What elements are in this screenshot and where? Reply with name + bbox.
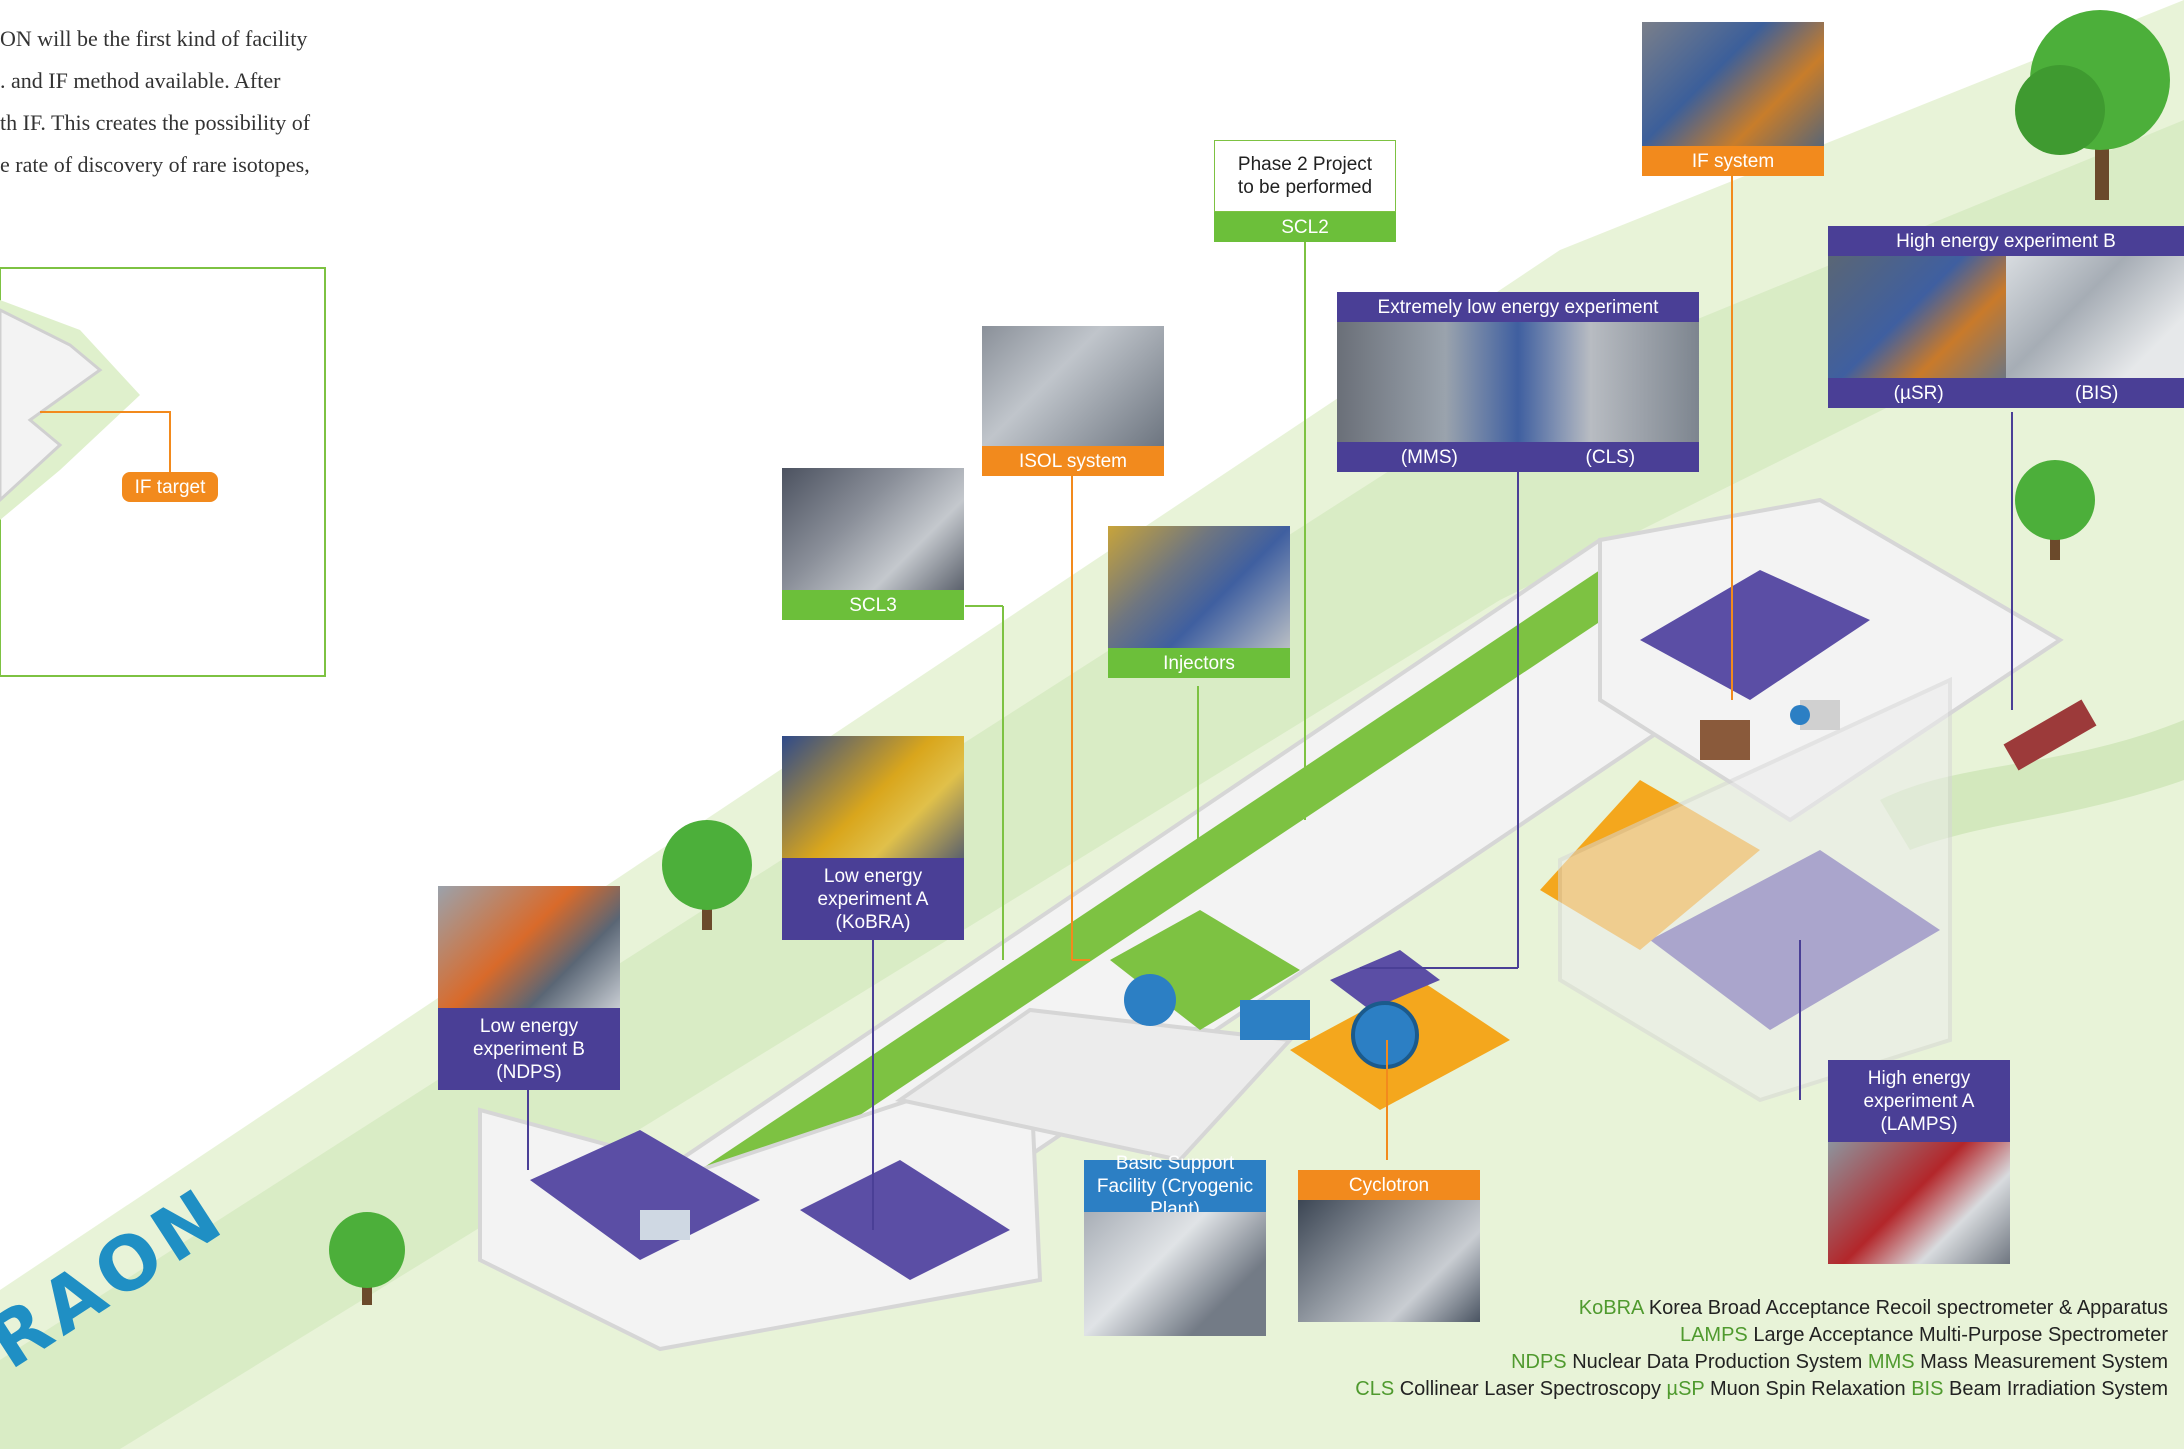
musr-photo [1828,256,2006,378]
inset-building [0,308,103,503]
inset-frame [0,267,326,677]
legend-abbr: MMS [1867,1351,1915,1373]
walkway [1880,720,2184,850]
cyclotron-purple-hall [1330,950,1440,1010]
scl2-label: SCL2 [1214,212,1396,242]
legend-text: Mass Measurement System [1920,1351,2168,1373]
lee-b-box: Low energy experiment B (NDPS) [438,886,620,1090]
lee-b-label: Low energy experiment B (NDPS) [438,1008,620,1090]
intro-text: ON will be the first kind of facility . … [0,18,330,186]
scl2-box: Phase 2 Project to be performed SCL2 [1214,140,1396,242]
elee-label: Extremely low energy experiment [1337,292,1699,322]
intro-line: e rate of discovery of rare isotopes, [0,152,310,177]
musr-label: (µSR) [1893,382,1944,404]
beamline-components [640,700,1840,1240]
hee-b-label: High energy experiment B [1828,226,2184,256]
cyclotron-photo [1298,1200,1480,1322]
legend-text: Beam Irradiation System [1949,1378,2168,1400]
legend-abbr: µSP [1666,1378,1705,1400]
elee-box: Extremely low energy experiment (MMS) (C… [1337,292,1699,472]
legend-row: NDPS Nuclear Data Production System MMS … [1355,1349,2168,1376]
isol-photo [982,326,1164,446]
if-target-text: IF target [134,476,206,498]
isol-label: ISOL system [982,446,1164,476]
tree-left [329,1212,405,1305]
if-target-label: IF target [122,472,218,502]
bis-photo [2006,256,2184,378]
lee-a-label: Low energy experiment A (KoBRA) [782,858,964,940]
legend-abbr: NDPS [1511,1351,1567,1373]
inset-leader [40,411,171,482]
cls-label: (CLS) [1585,446,1636,468]
legend-text: Korea Broad Acceptance Recoil spectromet… [1648,1297,2168,1319]
hee-b-box: High energy experiment B (µSR) (BIS) [1828,226,2184,408]
lamps-photo [1828,1142,2010,1264]
injectors-label: Injectors [1108,648,1290,678]
legend-text: Nuclear Data Production System [1572,1351,1863,1373]
hee-b-sub-labels: (µSR) (BIS) [1828,378,2184,408]
he-purple-hall-top [1640,570,1870,700]
leader-lines-purple [527,412,2013,1230]
kobra-photo [782,736,964,858]
injectors-photo [1108,526,1290,648]
ndps-hall [530,1130,760,1260]
lee-a-box: Low energy experiment A (KoBRA) [782,736,964,940]
intro-line: ON will be the first kind of facility [0,26,308,51]
legend-abbr: LAMPS [1679,1324,1748,1346]
if-system-photo [1642,22,1824,146]
cyclotron-box: Cyclotron [1298,1170,1480,1322]
elee-photo [1337,322,1699,442]
hee-a-label: High energy experiment A (LAMPS) [1828,1060,2010,1142]
scl3-label: SCL3 [782,590,964,620]
legend-text: Muon Spin Relaxation [1709,1378,1906,1400]
isol-box: ISOL system [982,326,1164,476]
legend-row: LAMPS Large Acceptance Multi-Purpose Spe… [1355,1322,2168,1349]
elee-sub-labels: (MMS) (CLS) [1337,442,1699,472]
tree-top-right [2015,10,2170,200]
hee-a-box: High energy experiment A (LAMPS) [1828,1060,2010,1264]
abbreviation-legend: KoBRA Korea Broad Acceptance Recoil spec… [1355,1295,2168,1403]
leader-lines-green [965,240,1306,960]
mms-label: (MMS) [1400,446,1458,468]
legend-row: CLS Collinear Laser Spectroscopy µSP Muo… [1355,1376,2168,1403]
legend-text: Large Acceptance Multi-Purpose Spectrome… [1753,1324,2168,1346]
leader-lines [1071,176,1733,1160]
if-system-box: IF system [1642,22,1824,176]
kobra-hall [800,1160,1010,1280]
scl3-photo [782,468,964,590]
bsf-photo [1084,1212,1266,1336]
legend-abbr: KoBRA [1578,1297,1644,1319]
ndps-photo [438,886,620,1008]
bench [2003,699,2097,771]
bsf-box: Basic Support Facility (Cryogenic Plant) [1084,1153,1266,1336]
intro-line: th IF. This creates the possibility of [0,110,311,135]
legend-abbr: BIS [1911,1378,1944,1400]
bsf-label: Basic Support Facility (Cryogenic Plant) [1084,1153,1266,1220]
isol-green-hall [1110,910,1300,1030]
linac-beamline [700,570,1640,1195]
injectors-box: Injectors [1108,526,1290,678]
tree-middle [662,820,752,930]
legend-row: KoBRA Korea Broad Acceptance Recoil spec… [1355,1295,2168,1322]
cyclotron-label: Cyclotron [1298,1170,1480,1200]
legend-abbr: CLS [1355,1378,1395,1400]
if-system-label: IF system [1642,146,1824,176]
legend-text: Collinear Laser Spectroscopy [1399,1378,1661,1400]
scl3-box: SCL3 [782,468,964,620]
bis-label: (BIS) [2075,382,2119,404]
intro-line: . and IF method available. After [0,68,281,93]
tree-right [2015,460,2095,560]
phase2-label: Phase 2 Project to be performed [1214,140,1396,212]
